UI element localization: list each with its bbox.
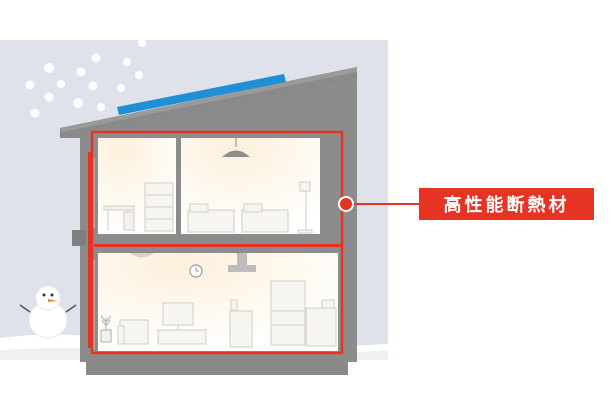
pendant-lamp-icon — [222, 138, 250, 157]
kitchen-counter-icon — [229, 299, 253, 348]
bed-icon — [187, 203, 289, 233]
callout-dot — [338, 196, 354, 212]
floor-slab — [96, 234, 340, 253]
snowman-icon — [19, 285, 77, 339]
foundation — [86, 355, 348, 375]
snowflake-icon — [25, 39, 146, 118]
plant-icon — [100, 315, 112, 343]
insulation-label: 高性能断熱材 — [419, 188, 594, 220]
tv-icon — [157, 302, 207, 345]
ceiling-lamp-icon — [130, 253, 154, 258]
sofa-icon — [117, 319, 149, 345]
range-hood-icon — [228, 253, 256, 272]
solar-panel-icon — [117, 74, 286, 115]
clock-icon — [189, 264, 203, 278]
insulation-label-text: 高性能断熱材 — [443, 195, 570, 216]
refrigerator-icon — [270, 280, 337, 347]
floor-lamp-icon — [297, 181, 313, 234]
desk-icon — [103, 182, 174, 232]
interior-wall — [176, 138, 181, 234]
